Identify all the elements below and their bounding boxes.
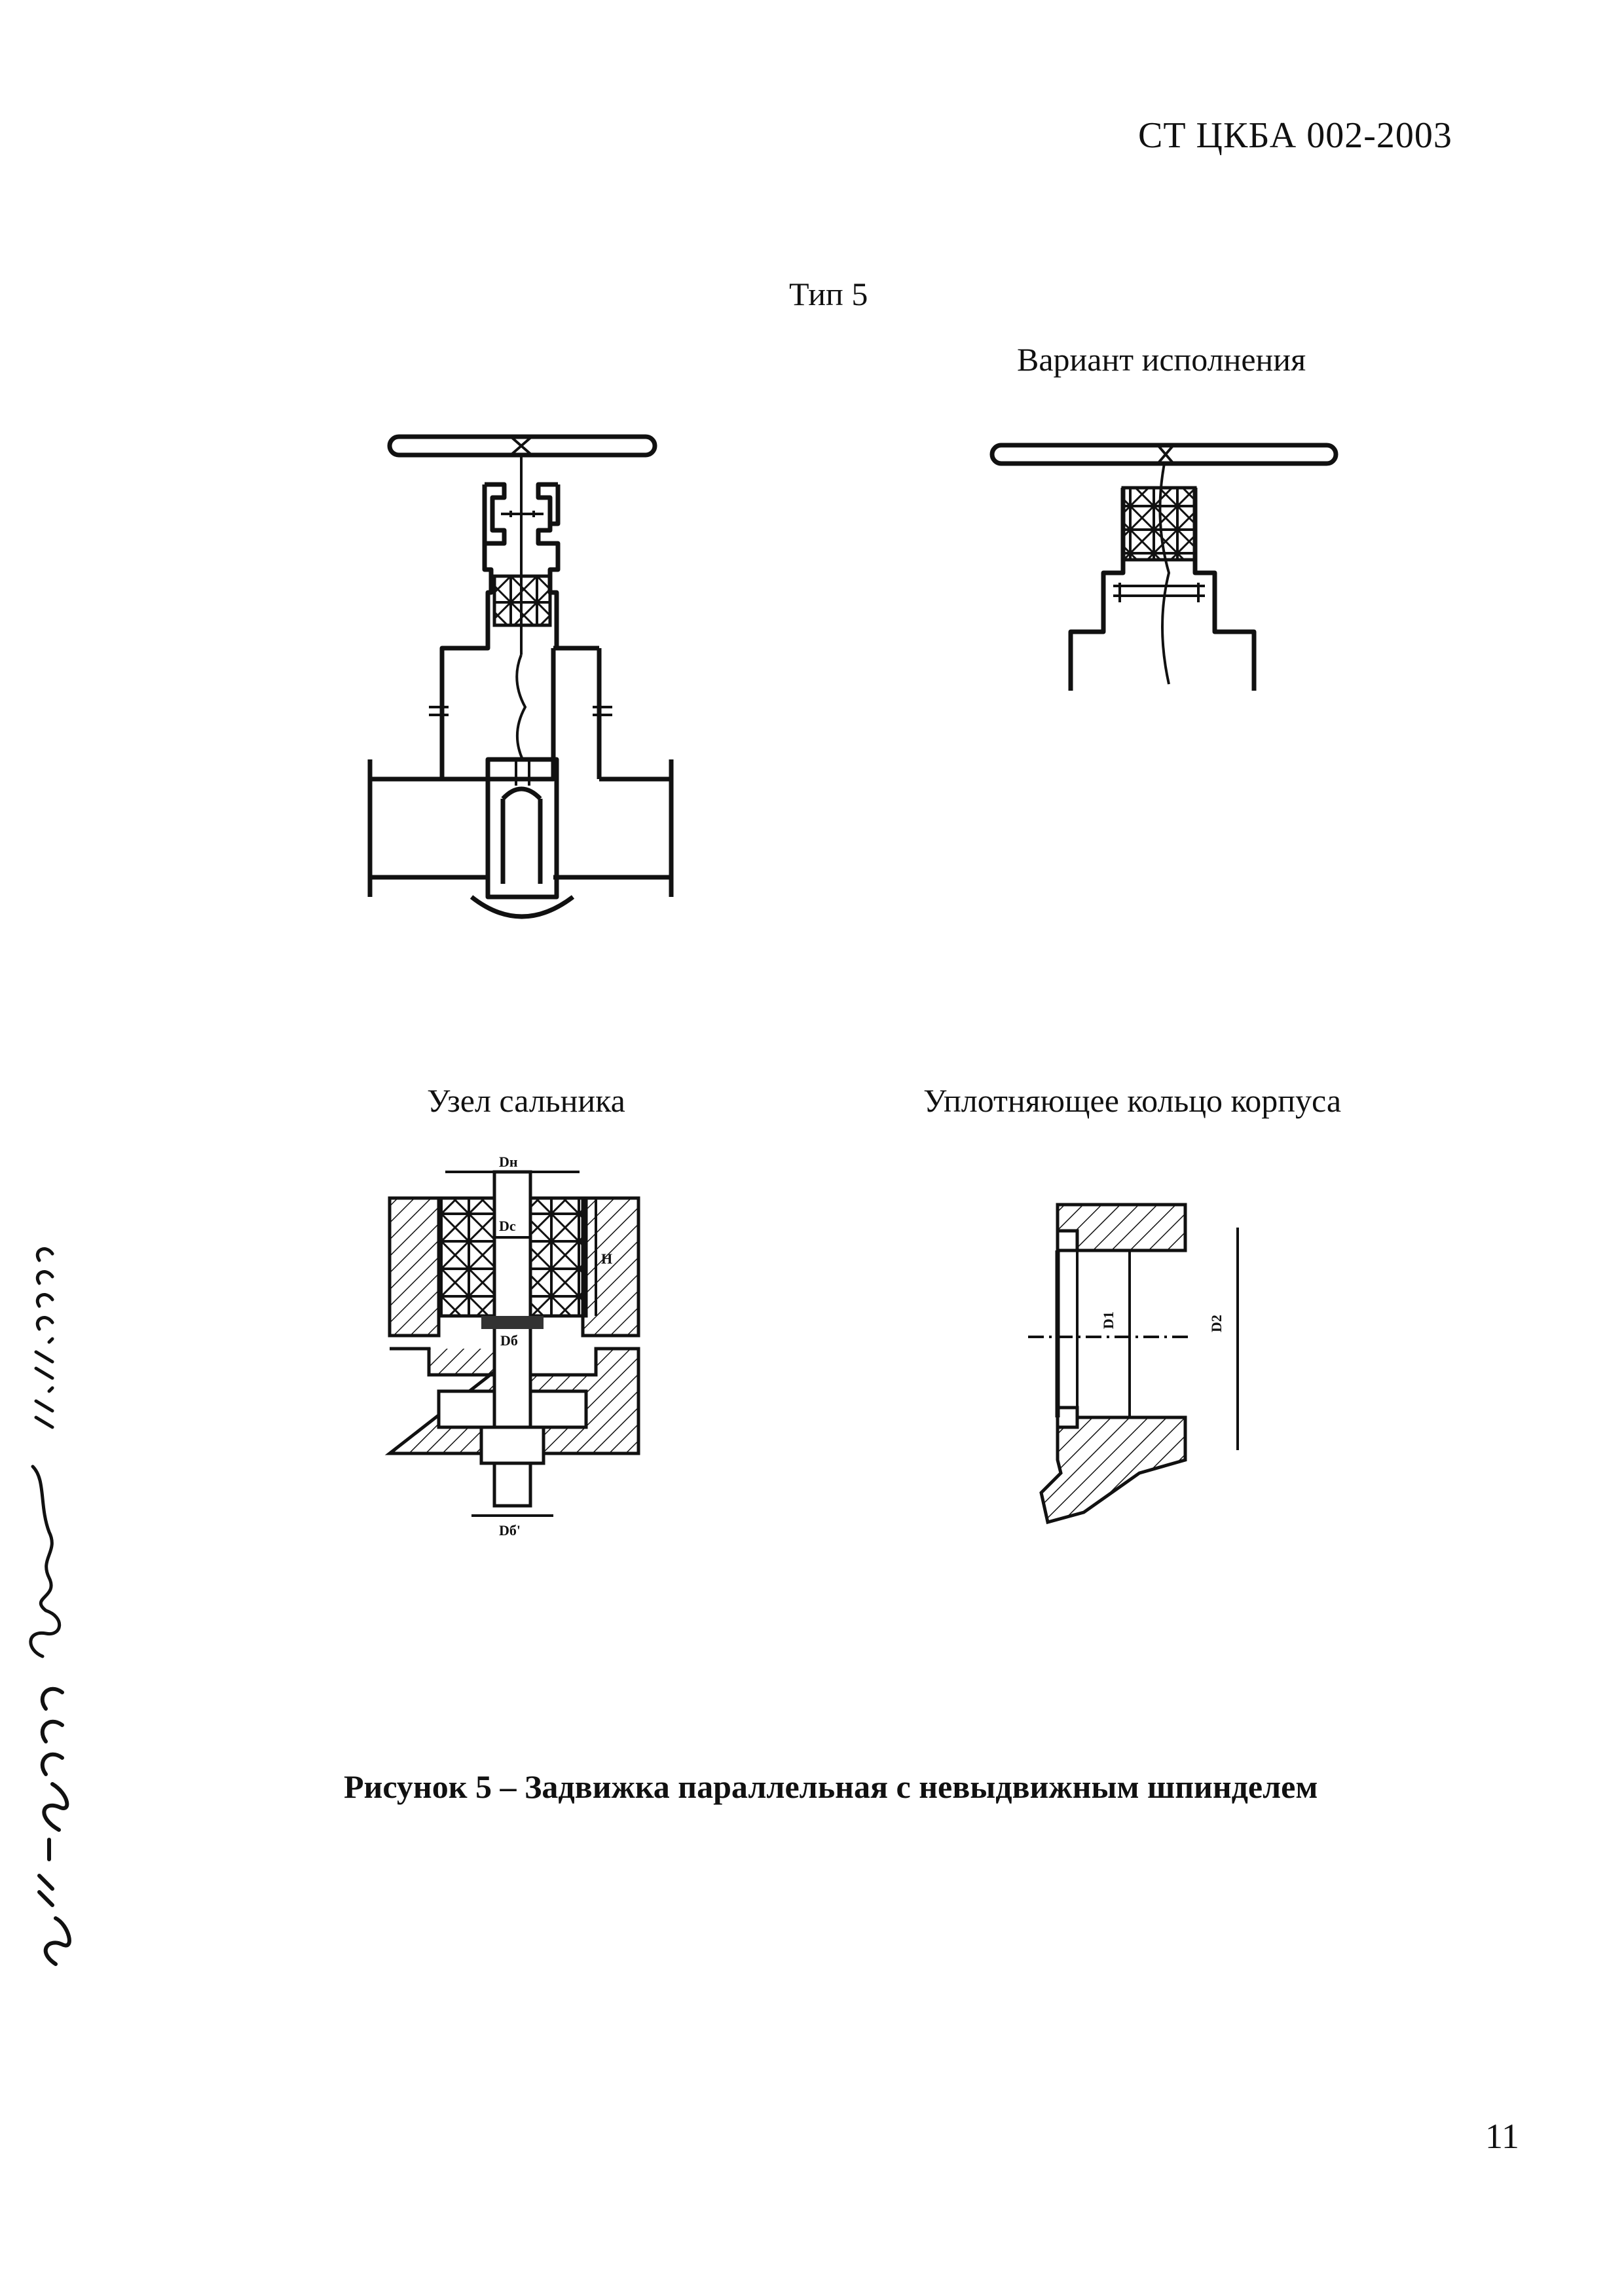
- page-number: 11: [1485, 2117, 1519, 2156]
- figure-caption: Рисунок 5 – Задвижка параллельная с невы…: [344, 1768, 1318, 1805]
- dn-label: Dн: [499, 1154, 518, 1170]
- ring-title: Уплотняющее кольцо корпуса: [923, 1082, 1342, 1119]
- db-label: Dб: [500, 1332, 518, 1349]
- gland-title: Узел сальника: [427, 1082, 625, 1119]
- sealing-ring-drawing: D1 D2: [1028, 1203, 1239, 1525]
- gland-assembly-drawing: Dн Dc H Dб Dб': [384, 1154, 640, 1539]
- variant-drawing: [989, 443, 1338, 691]
- type-title: Тип 5: [789, 276, 868, 312]
- dc-label: Dc: [499, 1218, 516, 1234]
- d2-label: D2: [1208, 1315, 1225, 1332]
- db-prime-label: Dб': [499, 1522, 521, 1539]
- variant-title: Вариант исполнения: [1017, 341, 1306, 378]
- d1-label: D1: [1100, 1311, 1116, 1329]
- h-label: H: [601, 1250, 612, 1267]
- gate-valve-drawing: [367, 434, 674, 919]
- document-code: СТ ЦКБА 002-2003: [1138, 115, 1452, 156]
